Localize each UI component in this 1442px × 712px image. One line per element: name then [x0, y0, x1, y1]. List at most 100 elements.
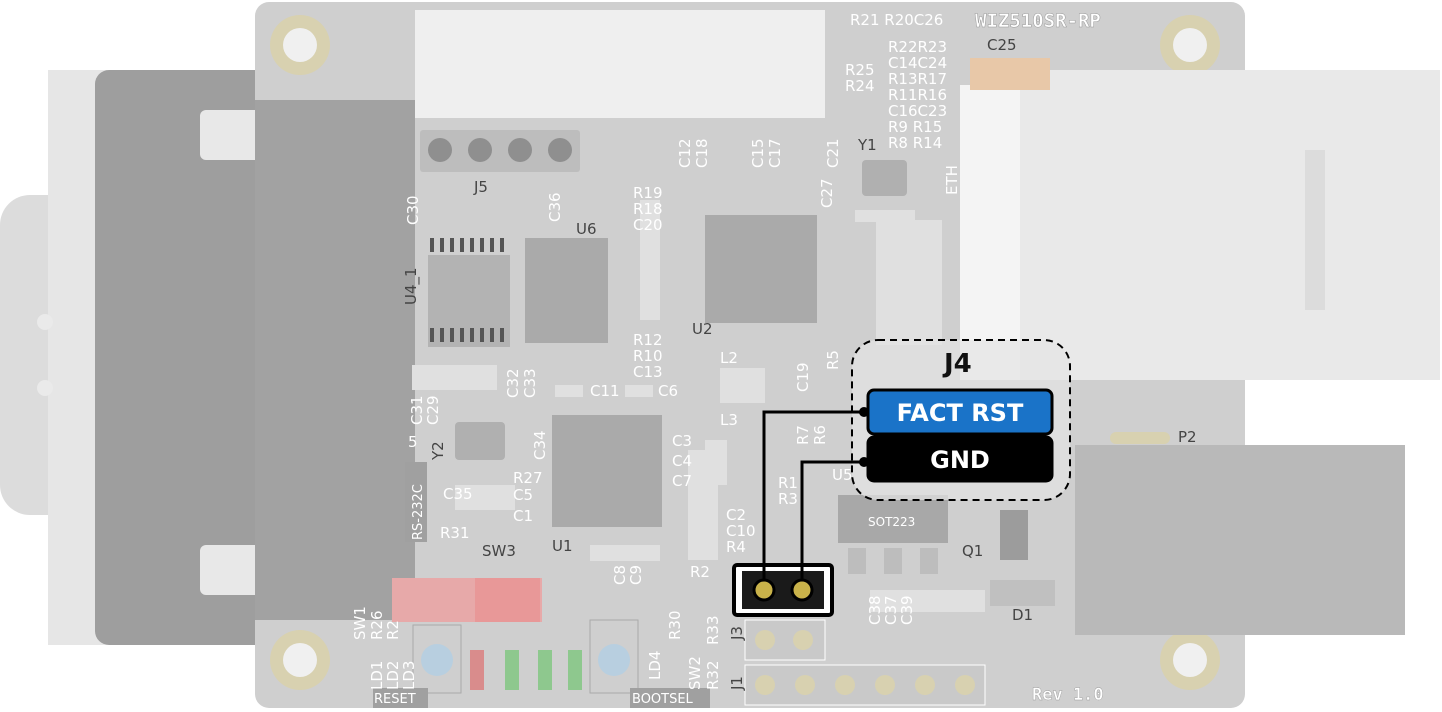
u6-chip — [525, 238, 608, 343]
d1-diode — [990, 580, 1055, 606]
q1-transistor — [1000, 510, 1028, 560]
refs-block: R22R23 C14C24 R13R17 R11R16 C16C23 R9 R1… — [888, 38, 947, 152]
sw1-label: SW1 — [351, 606, 369, 640]
r27-label: R27 — [513, 469, 543, 487]
c19-label: C19 — [794, 362, 812, 392]
r10-label: R10 — [633, 347, 663, 365]
board-name: WIZ510SR-RP — [975, 10, 1101, 32]
reset-button — [412, 624, 462, 694]
sot223-regulator — [838, 495, 948, 543]
r32-label: R32 — [704, 660, 722, 690]
pin-label-gnd: GND — [866, 435, 1054, 483]
c29-label: C29 — [424, 395, 442, 425]
c9-label: C9 — [627, 565, 645, 585]
c5-label: C5 — [513, 486, 533, 504]
j3-label: J3 — [728, 626, 746, 641]
revision-label: Rev 1.0 — [1032, 685, 1104, 705]
r12-label: R12 — [633, 331, 663, 349]
ref-text: C14C24 — [888, 54, 947, 72]
callout-lines — [762, 410, 862, 580]
c15-label: C15 — [749, 138, 767, 168]
bootsel-label: BOOTSEL — [632, 692, 694, 707]
gnd-text: GND — [930, 446, 990, 474]
j5-label: J5 — [473, 178, 488, 196]
c13-label: C13 — [633, 363, 663, 381]
ld4-label: LD4 — [646, 651, 664, 680]
c12-label: C12 — [676, 138, 694, 168]
c4-label: C4 — [672, 452, 692, 470]
r6-label: R6 — [811, 425, 829, 445]
sw3-switch — [392, 578, 542, 622]
bootsel-button — [589, 619, 639, 694]
j3-j1-headers — [744, 619, 986, 706]
c37-label: C37 — [882, 595, 900, 625]
u5-label: U5 — [832, 466, 853, 484]
ld3-label: LD3 — [400, 661, 418, 690]
ld1-label: LD1 — [368, 661, 386, 690]
u1-label: U1 — [552, 537, 573, 555]
j4-jumper — [732, 563, 834, 617]
r3-label: R3 — [778, 490, 798, 508]
r5-label: R5 — [824, 350, 842, 370]
u4-label: U4_1 — [402, 267, 421, 305]
u2-chip — [705, 215, 817, 323]
r26-label: R26 — [368, 610, 386, 640]
r30-label: R30 — [666, 610, 684, 640]
ref-text: R22R23 — [888, 38, 947, 56]
c38-label: C38 — [866, 595, 884, 625]
y2-label: Y2 — [429, 441, 447, 461]
d1-label: D1 — [1012, 606, 1033, 624]
r28-label: R2 — [384, 620, 402, 640]
c21-label: C21 — [824, 138, 842, 168]
c10-label: C10 — [726, 522, 756, 540]
j1-label: J1 — [728, 676, 746, 691]
top-refs: R21 R20C26 — [850, 11, 943, 29]
l2-label: L2 — [720, 349, 738, 367]
c11-label: C11 — [590, 382, 620, 400]
u2-label: U2 — [692, 320, 713, 338]
led-row — [470, 650, 582, 690]
c2-label: C2 — [726, 506, 746, 524]
ref-text: C16C23 — [888, 102, 947, 120]
r2-label: R2 — [690, 563, 710, 581]
r4-label: R4 — [726, 538, 746, 556]
c30-label: C30 — [404, 195, 422, 225]
u1-chip — [552, 415, 662, 527]
c18-label: C18 — [693, 138, 711, 168]
c1-label: C1 — [513, 507, 533, 525]
sot223-label: SOT223 — [868, 515, 915, 529]
fact-rst-text: FACT RST — [897, 399, 1024, 427]
ref-text: R13R17 — [888, 70, 947, 88]
c36-label: C36 — [546, 192, 564, 222]
c20-label: C20 — [633, 216, 663, 234]
j5-header — [420, 130, 580, 172]
r31-label: R31 — [440, 524, 470, 542]
r33-label: R33 — [704, 615, 722, 645]
c32-label: C32 — [504, 368, 522, 398]
ref-text: R8 R14 — [888, 134, 942, 152]
c25-label: C25 — [987, 36, 1017, 54]
p2-power-jack — [1075, 432, 1405, 635]
y1-crystal — [862, 160, 907, 196]
passive-components — [412, 200, 985, 612]
r19-label: R19 — [633, 184, 663, 202]
q1-label: Q1 — [962, 542, 983, 560]
r18-label: R18 — [633, 200, 663, 218]
c33-label: C33 — [521, 368, 539, 398]
c7-label: C7 — [672, 472, 692, 490]
u4-pins — [430, 238, 504, 342]
eth-label: ETH — [943, 165, 961, 195]
r24-label: R24 — [845, 77, 875, 95]
five-label: 5 — [408, 433, 418, 451]
u6-label: U6 — [576, 220, 597, 238]
r1-label: R1 — [778, 474, 798, 492]
c8-label: C8 — [611, 565, 629, 585]
c27-label: C27 — [818, 178, 836, 208]
r7-label: R7 — [794, 425, 812, 445]
c31-label: C31 — [408, 395, 426, 425]
ld2-label: LD2 — [384, 661, 402, 690]
l3-label: L3 — [720, 411, 738, 429]
c34-label: C34 — [531, 430, 549, 460]
c17-label: C17 — [766, 138, 784, 168]
